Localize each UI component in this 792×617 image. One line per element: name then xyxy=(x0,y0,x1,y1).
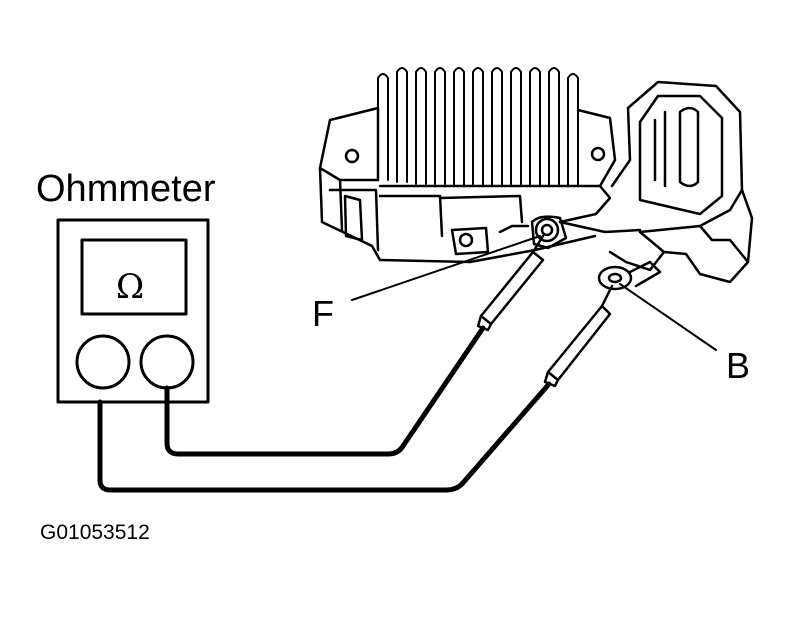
terminal-b-label: B xyxy=(726,345,751,386)
terminal-b xyxy=(597,260,662,291)
callout-line-f xyxy=(351,235,541,301)
lead-wire-f xyxy=(164,325,486,457)
ohm-symbol: Ω xyxy=(116,267,145,307)
ohmmeter-body xyxy=(56,218,210,404)
callout-line-b xyxy=(619,283,717,351)
regulator-housing xyxy=(318,106,642,264)
lead-wire-b xyxy=(97,381,552,493)
ohmmeter-jack-left xyxy=(75,334,131,390)
regulator-heat-sink xyxy=(377,67,579,187)
regulator-connector xyxy=(608,80,754,284)
figure-id: G01053512 xyxy=(40,521,150,544)
ohmmeter-display xyxy=(80,238,188,316)
terminal-f xyxy=(530,215,568,250)
ohmmeter-label: Ohmmeter xyxy=(36,168,216,210)
ohmmeter xyxy=(56,218,210,404)
ohmmeter-jack-right xyxy=(139,334,195,390)
probe-b xyxy=(543,284,614,388)
terminal-f-label: F xyxy=(312,293,334,334)
